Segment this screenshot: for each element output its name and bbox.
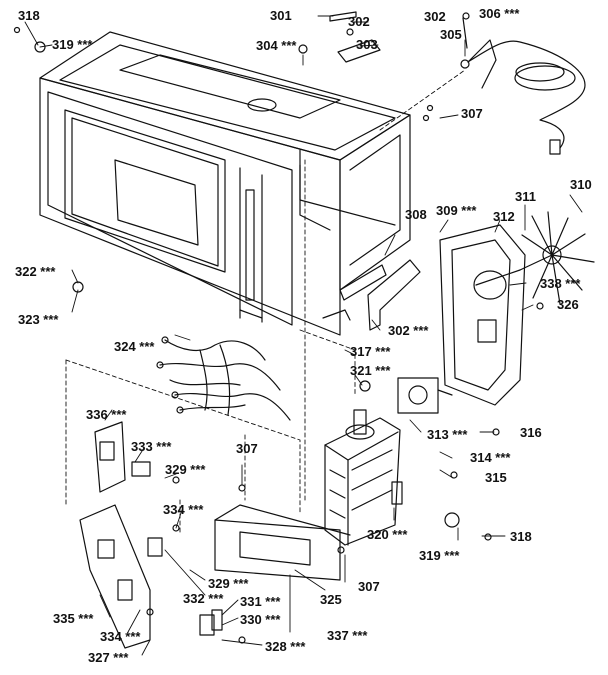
label-308: 308 [405,207,427,222]
label-320: 320 *** [367,527,408,542]
label-303: 303 [356,37,378,52]
label-302-top: 302 [348,14,370,29]
label-301: 301 [270,8,292,23]
switch-bracket-upper [94,421,126,493]
label-317: 317 *** [350,344,391,359]
switch-332 [147,537,163,557]
waveguide-cover [214,504,351,581]
label-337: 337 *** [327,628,368,643]
label-310: 310 [570,177,592,192]
label-305: 305 [440,27,462,42]
label-327: 327 *** [88,650,129,665]
label-334-lower: 334 *** [100,629,141,644]
label-307-bottom: 307 [358,579,380,594]
wire-harness [156,336,291,421]
latch-lever [329,11,381,63]
label-302-mid: 302 *** [388,323,429,338]
label-328: 328 *** [265,639,306,654]
label-302-right: 302 [424,9,446,24]
guide-lines [65,69,466,536]
switch-bracket-lower [79,504,151,649]
thermal-cutout [397,377,453,414]
label-335: 335 *** [53,611,94,626]
label-318-top: 318 [18,8,40,23]
fan-blade [519,211,595,305]
label-321: 321 *** [350,363,391,378]
label-326: 326 [557,297,579,312]
switch-330 [199,609,223,636]
label-329-upper: 329 *** [165,462,206,477]
fan-motor-assembly [439,224,526,406]
label-309: 309 *** [436,203,477,218]
screws [13,26,544,644]
label-332: 332 *** [183,591,224,606]
label-324: 324 *** [114,339,155,354]
label-329-lower: 329 *** [208,576,249,591]
switch-333 [131,461,151,477]
label-312: 312 [493,209,515,224]
label-313: 313 *** [427,427,468,442]
leader-lines [24,15,583,656]
label-336: 336 *** [86,407,127,422]
label-307-top: 307 [461,106,483,121]
label-322: 322 *** [15,264,56,279]
label-316: 316 [520,425,542,440]
label-319-bottom: 319 *** [419,548,460,563]
label-334-upper: 334 *** [163,502,204,517]
label-315: 315 [485,470,507,485]
oven-cavity [39,31,411,336]
power-cord [460,12,586,155]
diode-bracket [322,259,421,331]
label-306: 306 *** [479,6,520,21]
label-304: 304 *** [256,38,297,53]
label-323: 323 *** [18,312,59,327]
label-307-mid: 307 [236,441,258,456]
label-318-bottom: 318 [510,529,532,544]
label-314: 314 *** [470,450,511,465]
label-330: 330 *** [240,612,281,627]
magnetron [324,409,403,546]
label-331: 331 *** [240,594,281,609]
label-325: 325 [320,592,342,607]
label-311: 311 [515,189,536,204]
label-319-top: 319 *** [52,37,93,52]
label-338: 338 *** [540,276,581,291]
label-333: 333 *** [131,439,172,454]
